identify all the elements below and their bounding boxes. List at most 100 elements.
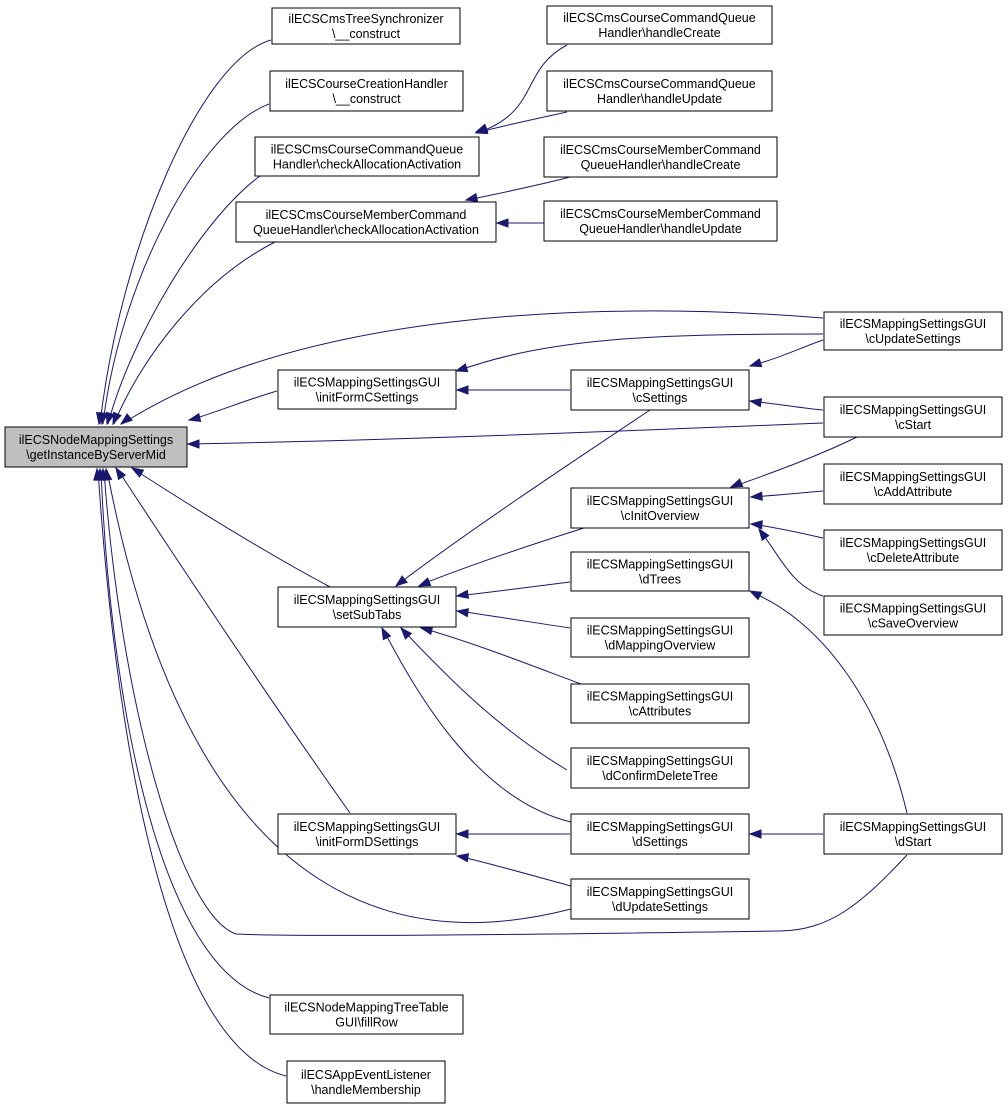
node-box [823,311,1003,351]
node-box [269,994,464,1035]
node-label-line: \cAddAttribute [874,485,953,499]
node-label-line: \dUpdateSettings [612,900,708,914]
node-m7[interactable]: ilECSMappingSettingsGUI\dTrees [570,551,750,592]
node-box [570,683,750,724]
node-box [570,747,750,789]
node-box [277,369,457,410]
edge-n5-to-root [189,390,278,421]
arrowhead-r2-to-m6 [729,478,744,488]
node-label-line: ilECSMappingSettingsGUI [840,602,987,616]
node-label-line: ilECSCmsCourseCommandQueue [563,11,755,25]
node-r2[interactable]: ilECSMappingSettingsGUI\cStart [823,396,1003,438]
edge-m11-to-n6 [382,628,572,823]
node-n9[interactable]: ilECSAppEventListener\handleMembership [286,1060,446,1104]
node-n2[interactable]: ilECSCourseCreationHandler\__construct [269,70,464,112]
node-box [823,463,1003,505]
node-m6[interactable]: ilECSMappingSettingsGUI\cInitOverview [570,487,750,529]
node-label-line: ilECSCourseCreationHandler [285,77,448,91]
node-box [823,529,1003,571]
node-m4[interactable]: ilECSCmsCourseMemberCommandQueueHandler\… [543,200,778,242]
arrowhead-r4-to-m6 [749,520,763,530]
node-r1[interactable]: ilECSMappingSettingsGUI\cUpdateSettings [823,311,1003,351]
node-label-line: \cDeleteAttribute [867,551,959,565]
arrowhead-r6-to-m11 [748,829,762,839]
arrowhead-m2-to-n3 [474,125,489,135]
arrowhead-m12-to-n7 [455,853,470,863]
node-label-line: ilECSMappingSettingsGUI [840,470,987,484]
node-label-line: QueueHandler\checkAllocationActivation [253,223,479,237]
arrowhead-m8-to-n6 [455,608,470,618]
arrowhead-m9-to-n6 [419,625,434,636]
edge-n1-to-root [99,39,272,425]
node-m11[interactable]: ilECSMappingSettingsGUI\dSettings [570,813,750,855]
node-label-line: \dStart [895,835,932,849]
node-n6[interactable]: ilECSMappingSettingsGUI\setSubTabs [277,586,457,628]
node-box [546,70,773,112]
node-box [823,396,1003,438]
node-box [277,586,457,628]
node-m9[interactable]: ilECSMappingSettingsGUI\cAttributes [570,683,750,724]
arrowhead-m7-to-n6 [455,589,470,599]
node-n1[interactable]: ilECSCmsTreeSynchronizer\__construct [271,7,461,45]
node-label-line: ilECSMappingSettingsGUI [587,558,734,572]
arrowhead-r2-to-root [186,439,200,449]
node-r3[interactable]: ilECSMappingSettingsGUI\cAddAttribute [823,463,1003,505]
node-n7[interactable]: ilECSMappingSettingsGUI\initFormDSetting… [277,813,457,855]
node-label-line: ilECSMappingSettingsGUI [587,754,734,768]
node-m2[interactable]: ilECSCmsCourseCommandQueueHandler\handle… [546,70,773,112]
node-label-line: ilECSMappingSettingsGUI [587,624,734,638]
arrowhead-n4-to-root [112,411,122,426]
node-r5[interactable]: ilECSMappingSettingsGUI\cSaveOverview [823,595,1003,636]
node-box [4,426,188,468]
arrowhead-r1-to-m5 [748,358,763,368]
node-label-line: ilECSNodeMappingTreeTable [284,1001,448,1015]
node-label-line: Handler\handleCreate [598,26,720,40]
edge-m5-to-n6 [396,409,651,586]
arrowhead-n7-to-root [115,466,127,481]
node-r4[interactable]: ilECSMappingSettingsGUI\cDeleteAttribute [823,529,1003,571]
arrowhead-m5-to-n6 [394,575,408,587]
edge-r5-to-m6 [759,530,824,597]
node-m5[interactable]: ilECSMappingSettingsGUI\cSettings [570,369,750,411]
node-label-line: ilECSMappingSettingsGUI [840,403,987,417]
arrowhead-r5-to-m6 [758,527,770,542]
node-label-line: ilECSMappingSettingsGUI [587,690,734,704]
edge-m3-to-n4 [467,176,571,201]
node-n4[interactable]: ilECSCmsCourseMemberCommandQueueHandler\… [235,201,497,243]
node-label-line: ilECSCmsCourseMemberCommand [560,143,761,157]
node-label-line: \dConfirmDeleteTree [602,769,718,783]
edge-n6-to-root [134,469,333,589]
node-label-line: \getInstanceByServerMid [26,448,166,462]
node-box [570,369,750,411]
node-label-line: \__construct [332,92,401,106]
node-n3[interactable]: ilECSCmsCourseCommandQueueHandler\checkA… [254,136,480,177]
node-label-line: ilECSCmsCourseCommandQueue [271,143,463,157]
node-box [254,136,480,177]
node-root[interactable]: ilECSNodeMappingSettings\getInstanceBySe… [4,426,188,468]
node-r6[interactable]: ilECSMappingSettingsGUI\dStart [823,813,1003,855]
edge-m6-to-n6 [419,526,588,586]
node-label-line: \cAttributes [629,705,692,719]
node-m1[interactable]: ilECSCmsCourseCommandQueueHandler\handle… [546,5,773,45]
node-label-line: ilECSCmsTreeSynchronizer [288,12,443,26]
edge-r6-to-m7 [750,591,908,814]
arrowhead-r6-to-m7 [748,590,763,601]
node-n5[interactable]: ilECSMappingSettingsGUI\initFormCSetting… [277,369,457,410]
edge-m12-to-root [106,469,572,924]
node-label-line: \initFormCSettings [316,391,419,405]
node-label-line: QueueHandler\handleUpdate [579,222,742,236]
node-label-line: \cStart [895,418,932,432]
node-m3[interactable]: ilECSCmsCourseMemberCommandQueueHandler\… [543,136,778,178]
node-box [543,200,778,242]
node-m8[interactable]: ilECSMappingSettingsGUI\dMappingOverview [570,617,750,658]
edge-m12-to-n7 [457,855,572,887]
edge-r1-to-m5 [749,339,824,367]
node-m10[interactable]: ilECSMappingSettingsGUI\dConfirmDeleteTr… [570,747,750,789]
node-m12[interactable]: ilECSMappingSettingsGUI\dUpdateSettings [570,878,750,920]
node-label-line: \dTrees [639,573,681,587]
node-label-line: ilECSAppEventListener [301,1068,431,1082]
node-label-line: ilECSMappingSettingsGUI [294,593,441,607]
edge-m10-to-n6 [401,628,568,771]
node-box [277,813,457,855]
